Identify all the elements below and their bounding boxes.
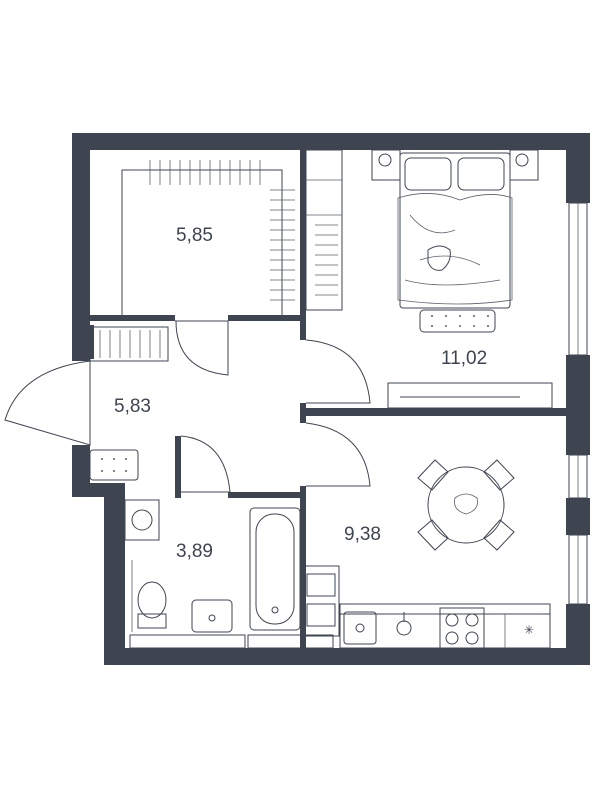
- door-swing-icon: [175, 320, 229, 376]
- stove-icon: [439, 607, 485, 649]
- tv-stand-icon: [387, 382, 553, 409]
- faucet-icon: [396, 612, 412, 636]
- door-swing-icon: [305, 422, 371, 487]
- pillow-icon: [404, 157, 452, 191]
- bathroom-area: 3,89: [176, 541, 213, 562]
- door-swing-icon: [4, 360, 91, 446]
- door-swing-icon: [180, 435, 231, 493]
- wardrobe-room-area: 5,85: [176, 225, 213, 246]
- svg-text:✳: ✳: [524, 623, 534, 637]
- cat-icon: [427, 245, 451, 271]
- chair-icon: [417, 459, 515, 551]
- sink-icon: [343, 611, 377, 645]
- kitchen-area: 9,38: [344, 524, 381, 545]
- hallway: [4, 326, 231, 493]
- toilet-icon: [131, 560, 167, 632]
- wardrobe-room: [121, 160, 295, 376]
- bathtub-icon: [249, 507, 301, 631]
- wardrobe-rail-icon: [149, 160, 295, 301]
- dining-table-icon: [417, 459, 515, 551]
- bedroom: [305, 149, 553, 409]
- rug-icon: [419, 309, 496, 333]
- door-swing-icon: [305, 339, 371, 404]
- kitchen: ✳: [302, 422, 551, 649]
- windows: [129, 202, 588, 649]
- washbasin-icon: [191, 599, 233, 633]
- bathroom: [124, 499, 301, 633]
- bed-icon: [397, 152, 513, 309]
- pillow-icon: [457, 157, 505, 191]
- rug-icon: [89, 449, 139, 481]
- bedroom-area: 11,02: [441, 348, 487, 369]
- hallway-area: 5,83: [114, 396, 151, 417]
- washing-machine-icon: [124, 499, 160, 541]
